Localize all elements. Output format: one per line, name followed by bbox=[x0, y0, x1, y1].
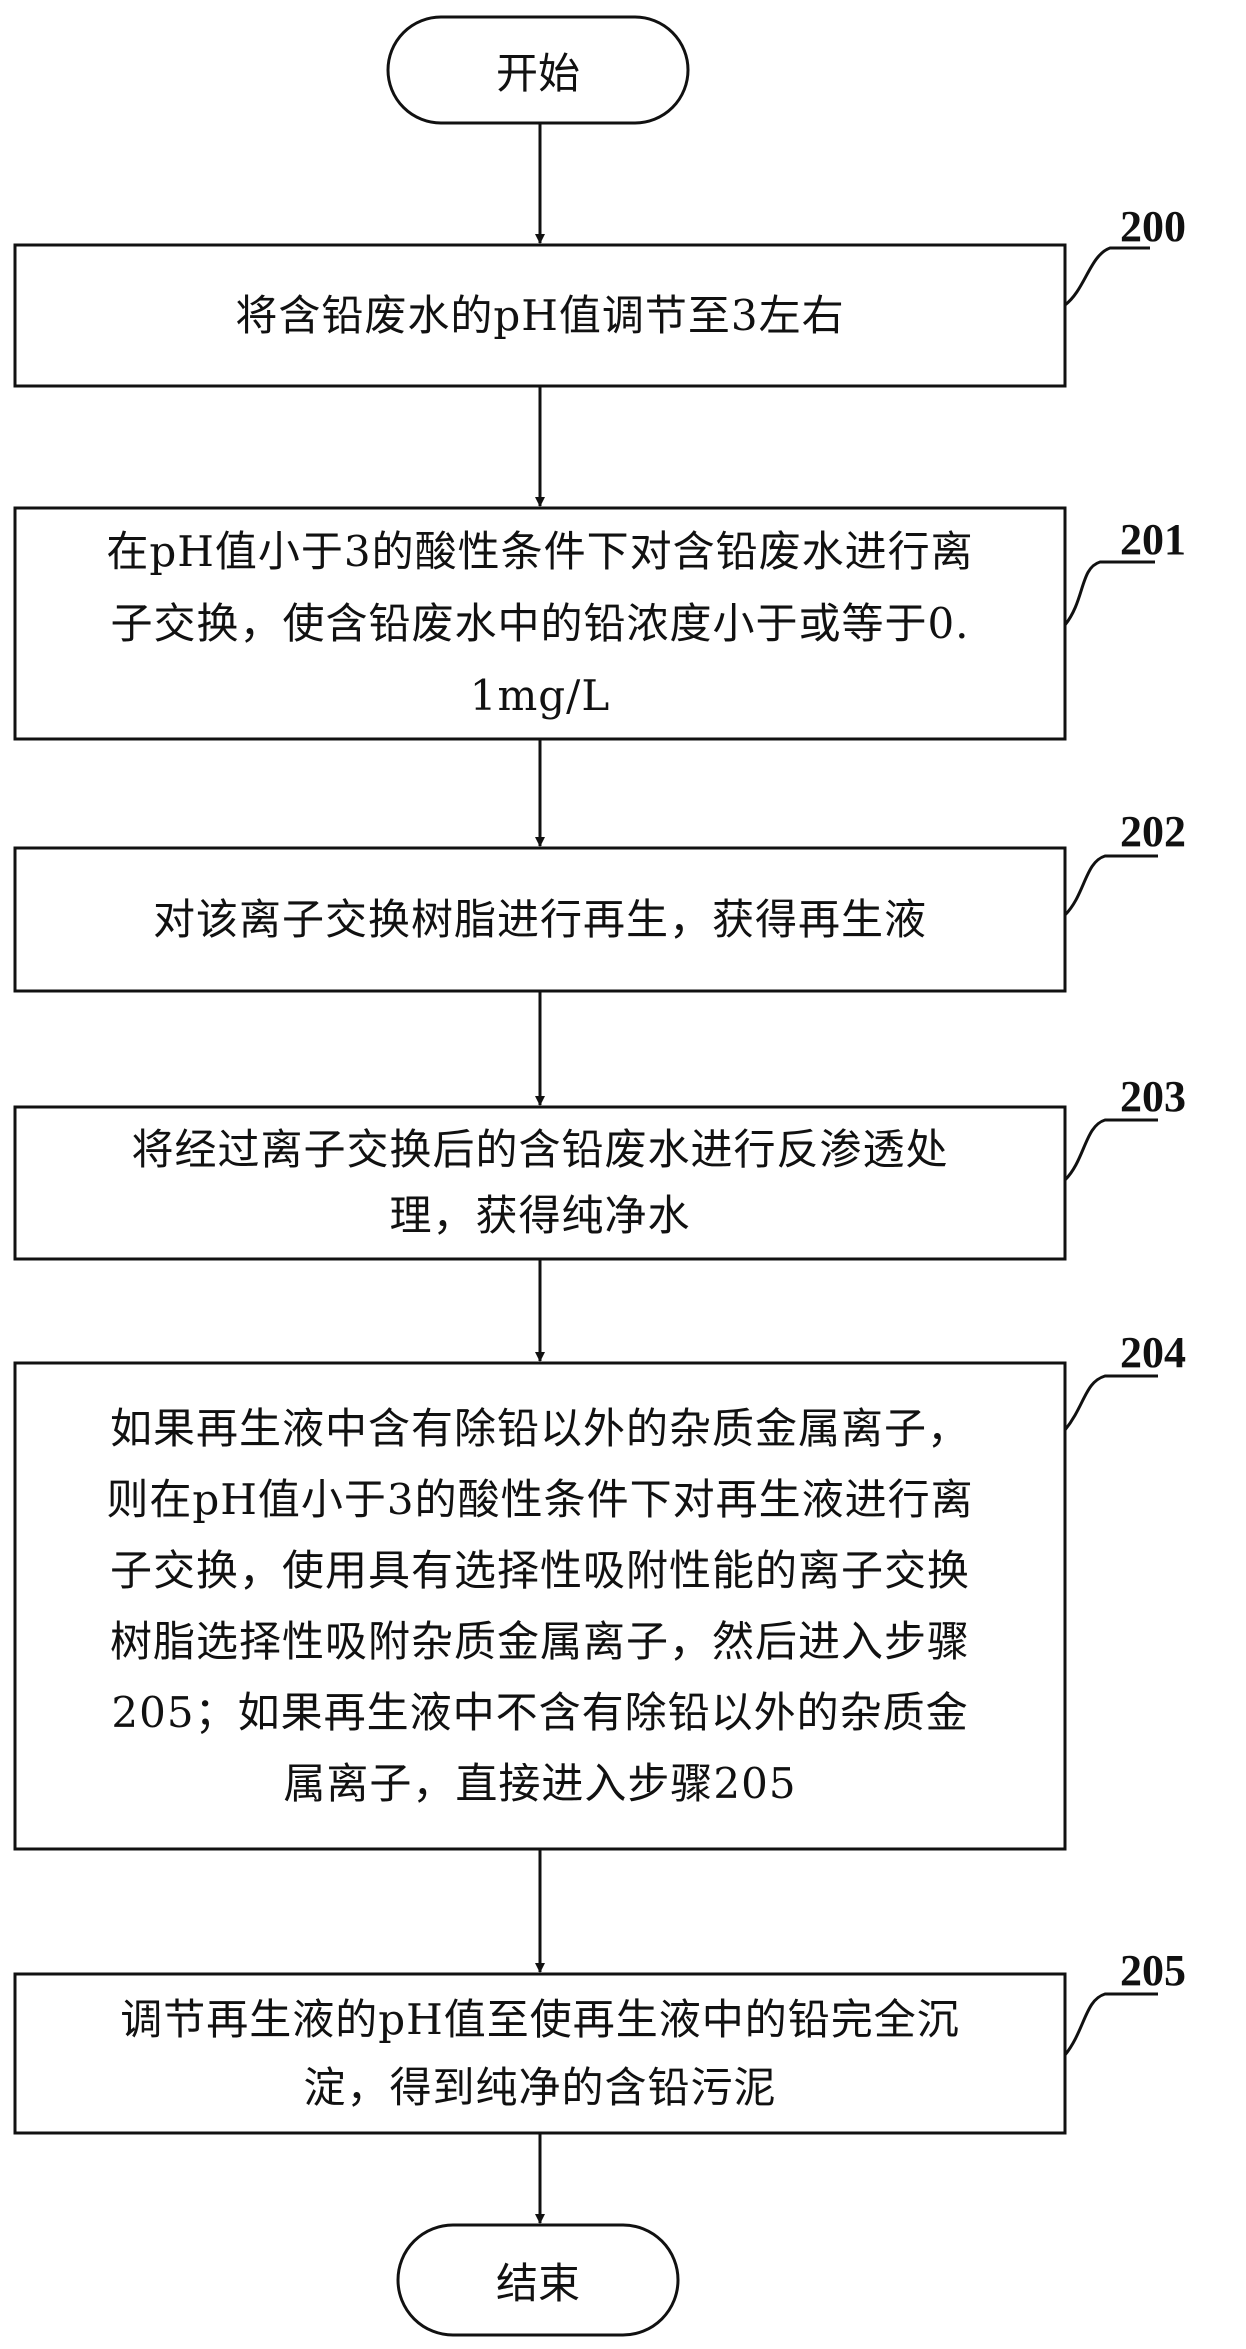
step-202-box bbox=[13, 846, 1067, 993]
end-label: 结束 bbox=[495, 2258, 580, 2308]
step-203-box bbox=[13, 1105, 1067, 1261]
leader-203 bbox=[1063, 1118, 1158, 1182]
start-label: 开始 bbox=[495, 48, 580, 98]
step-204-line: 如果再生液中含有除铅以外的杂质金属离子， bbox=[109, 1404, 970, 1453]
leader-204 bbox=[1063, 1374, 1158, 1431]
step-200-text: 将含铅废水的pH值调节至3左右 bbox=[15, 245, 1065, 386]
step-204-text: 如果再生液中含有除铅以外的杂质金属离子， 则在pH值小于3的酸性条件下对再生液进… bbox=[15, 1363, 1065, 1849]
step-200-box bbox=[13, 243, 1067, 388]
step-204-line: 属离子，直接进入步骤205 bbox=[283, 1759, 797, 1808]
step-200-number: 200 bbox=[1120, 202, 1186, 251]
step-203-line: 将经过离子交换后的含铅废水进行反渗透处 bbox=[131, 1125, 949, 1174]
step-201-line: 在pH值小于3的酸性条件下对含铅废水进行离 bbox=[106, 526, 974, 576]
step-201-box bbox=[13, 506, 1067, 741]
step-204-line: 树脂选择性吸附杂质金属离子，然后进入步骤 bbox=[109, 1617, 970, 1666]
step-205-text: 调节再生液的pH值至使再生液中的铅完全沉 淀，得到纯净的含铅污泥 bbox=[15, 1974, 1065, 2133]
start-terminal bbox=[386, 15, 690, 125]
step-201-line: 1mg/L bbox=[469, 670, 611, 720]
leader-201 bbox=[1063, 560, 1155, 626]
step-203-line: 理，获得纯净水 bbox=[389, 1191, 691, 1240]
step-201-text: 在pH值小于3的酸性条件下对含铅废水进行离 子交换，使含铅废水中的铅浓度小于或等… bbox=[15, 508, 1065, 739]
step-203-number: 203 bbox=[1120, 1072, 1186, 1121]
leader-200 bbox=[1064, 246, 1150, 307]
step-201-line: 子交换，使含铅废水中的铅浓度小于或等于0. bbox=[110, 598, 970, 648]
step-204-line: 则在pH值小于3的酸性条件下对再生液进行离 bbox=[106, 1475, 974, 1524]
step-200-line: 将含铅废水的pH值调节至3左右 bbox=[235, 290, 845, 340]
leader-205 bbox=[1063, 1992, 1158, 2056]
step-204-number: 204 bbox=[1120, 1328, 1186, 1377]
step-202-line: 对该离子交换树脂进行再生，获得再生液 bbox=[152, 894, 927, 944]
step-202-text: 对该离子交换树脂进行再生，获得再生液 bbox=[15, 848, 1065, 991]
step-201-number: 201 bbox=[1120, 515, 1186, 564]
end-terminal bbox=[396, 2223, 680, 2337]
step-204-line: 205；如果再生液中不含有除铅以外的杂质金 bbox=[111, 1688, 969, 1737]
step-202-number: 202 bbox=[1120, 807, 1186, 856]
step-205-line: 调节再生液的pH值至使再生液中的铅完全沉 bbox=[120, 1994, 960, 2044]
step-204-line: 子交换，使用具有选择性吸附性能的离子交换 bbox=[109, 1546, 970, 1595]
step-203-text: 将经过离子交换后的含铅废水进行反渗透处 理，获得纯净水 bbox=[15, 1107, 1065, 1259]
step-205-line: 淀，得到纯净的含铅污泥 bbox=[303, 2062, 777, 2112]
leader-202 bbox=[1063, 854, 1158, 917]
step-205-number: 205 bbox=[1120, 1946, 1186, 1995]
